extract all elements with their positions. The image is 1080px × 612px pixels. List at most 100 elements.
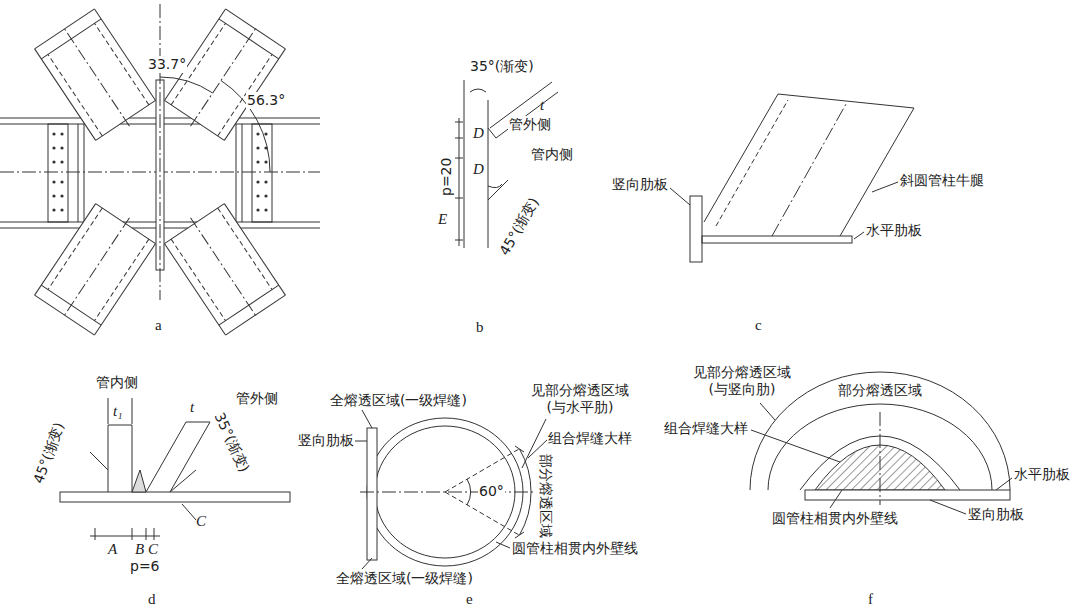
angle-label: 60° [478,483,505,500]
section-elevation-part [996,478,1012,490]
joint-plan-part-part [60,146,63,149]
joint-plan-part-part [256,146,259,149]
note-label: 组合焊缝大样 [664,420,748,437]
thickness-label: t [540,96,544,114]
joint-plan-part-part [52,132,55,135]
part-label: 竖向肋板 [968,506,1024,523]
section-plan-part [362,558,372,569]
caption-letter: f [868,590,873,608]
joint-plan-part [236,124,237,222]
groove-detail-part [455,240,463,241]
dimension-label: p=20 [438,158,455,196]
section-plan-part [355,441,367,442]
joint-plan-part [161,198,286,335]
bracket-elevation-part [778,94,914,108]
bracket-elevation-part [670,188,690,205]
region-label: 全熔透区域(一级焊缝) [336,570,473,587]
joint-plan-part-part [52,146,55,149]
weld-section [60,398,290,540]
weld-section-part [170,470,196,492]
joint-plan-part-part [52,180,55,183]
weld-section-part [154,528,155,540]
side-label: 管外侧 [508,116,552,133]
region-label: 全熔透区域(一级焊缝) [330,392,467,409]
angle-label: 56.3° [246,92,286,109]
joint-plan-part [48,124,68,222]
weld-section-part [146,422,186,492]
joint-plan-part [252,124,272,222]
section-elevation-part [930,500,966,514]
dimension-label: D [473,160,484,178]
groove-detail-part [455,198,463,199]
angle-label: 45°(渐变) [30,420,68,486]
bracket-elevation-part [872,182,898,192]
caption-letter: c [755,316,762,334]
section-elevation-part [751,430,840,462]
joint-plan-part [160,77,213,93]
caption-letter: b [476,318,484,336]
region-label: 部分熔透区域 [537,454,554,538]
dimension-label: C [196,512,206,530]
weld-section-part [146,528,147,540]
region-label: 部分熔透区域 [838,382,922,399]
groove-detail-part [455,122,463,123]
section-plan-part [367,428,377,560]
dimension-label: E [438,210,447,228]
dimension-label: C [148,540,158,558]
weld-section-part [108,398,109,424]
groove-detail-part [488,180,508,200]
note-label: 见部分熔透区域 (与水平肋) [528,382,632,416]
joint-plan-part-part [52,208,55,211]
groove-detail [455,80,558,248]
weld-section-part [108,425,132,426]
note-label: 圆管柱相贯内外壁线 [512,540,638,557]
section-elevation-part [880,412,881,505]
caption-letter: e [466,590,473,608]
joint-plan-part [242,124,243,222]
groove-detail-part [455,158,463,159]
angle-label: 45°(渐变) [496,195,542,259]
angle-label: 35°(渐变) [211,410,253,475]
section-plan-part [515,532,524,538]
weld-section-part [90,536,160,537]
joint-plan-part-part [256,194,259,197]
section-plan-part [515,446,524,452]
weld-section-part [90,452,108,470]
joint-plan-part-part [256,132,259,135]
weld-section-part [60,492,290,502]
joint-plan [0,4,320,335]
note-label: 组合焊缝大样 [548,430,632,447]
section-elevation [750,372,1012,514]
joint-plan-part-part [256,180,259,183]
joint-plan-part-part [60,208,63,211]
part-label: 斜圆管柱牛腿 [900,172,984,189]
note-label: 圆管柱相贯内外壁线 [772,510,898,527]
groove-detail-part [496,92,558,138]
angle-label: 33.7° [147,56,187,73]
weld-section-part [132,470,146,492]
weld-section-part [95,528,96,540]
weld-section-part [132,425,133,492]
joint-plan-part [84,124,85,222]
joint-plan-part [161,9,286,146]
joint-plan-part [160,4,161,300]
dimension-label: A [108,540,117,558]
groove-detail-part [488,128,496,138]
angle-label: 35°(渐变) [470,58,534,75]
groove-detail-part [464,80,465,248]
joint-plan-part-part [256,208,259,211]
bracket-elevation-part [716,100,788,226]
section-elevation-part [760,403,775,420]
bracket-elevation-part [772,104,846,236]
dimension-label: B [135,540,144,558]
joint-plan-part-part [264,208,267,211]
joint-plan-part-part [256,160,259,163]
weld-section-part [182,504,196,520]
section-plan-part [360,492,534,493]
joint-plan-part [78,124,79,222]
joint-plan-part-part [60,180,63,183]
groove-detail-part [455,138,463,139]
joint-plan-part-part [60,194,63,197]
weld-section-part [132,528,133,540]
part-label: 竖向肋板 [612,176,668,193]
